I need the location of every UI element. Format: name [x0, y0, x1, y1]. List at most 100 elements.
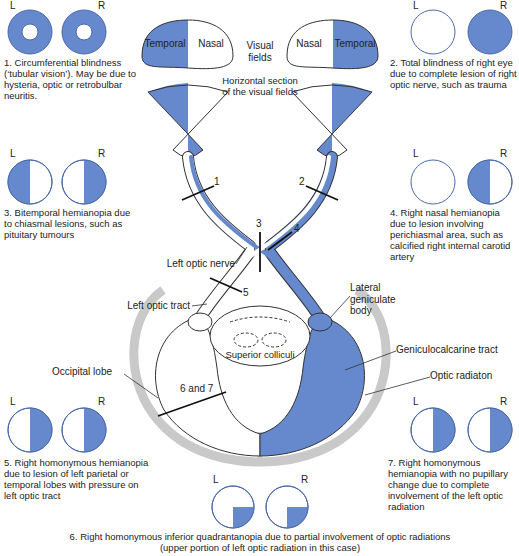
field-circle-pair	[468, 160, 512, 204]
field-circle-pair	[8, 160, 106, 204]
lesion-caption: 1. Circumferential blindness (‘tubular v…	[4, 58, 136, 102]
lesion-caption: 4. Right nasal hemianopia due to lesion …	[390, 208, 518, 263]
field-circle-pair	[22, 24, 38, 40]
field-section-fan	[173, 92, 228, 150]
visual-field-shape: NasalTemporal	[285, 18, 380, 73]
field-half	[142, 20, 188, 68]
part-label: Left optic nerve	[145, 258, 235, 270]
field-circle-pair	[266, 486, 308, 528]
field-section-fan	[332, 83, 372, 134]
midbrain	[210, 306, 310, 366]
callout-number: 3	[256, 218, 262, 230]
field-circle-pair	[212, 486, 254, 528]
callout-number: 5	[243, 287, 249, 299]
part-label: Occipital lobe	[52, 366, 132, 378]
field-circle-pair	[468, 160, 490, 204]
eye-letter: L	[413, 0, 419, 12]
field-circle-pair	[8, 408, 52, 452]
midbrain	[210, 306, 310, 366]
midbrain	[262, 333, 286, 347]
eye-letter: R	[500, 148, 507, 160]
field-circle-pair	[62, 408, 106, 452]
leader-line	[365, 377, 430, 395]
eye-letter: L	[10, 396, 16, 408]
field-circle-pair	[468, 160, 512, 204]
field-circle-pair	[411, 408, 455, 452]
lesion-line	[259, 232, 261, 272]
leader-line	[330, 296, 350, 318]
eye-letter: L	[413, 148, 419, 160]
field-section-fan	[292, 92, 347, 150]
heading-label: Horizontal section of the visual fields	[222, 76, 298, 98]
field-circle-pair	[468, 408, 512, 452]
field-circle-pair	[8, 160, 52, 204]
field-circle-pair	[62, 10, 106, 54]
field-circle-pair	[411, 408, 455, 452]
lesion-line	[158, 392, 226, 416]
field-circle-pair	[76, 24, 92, 40]
part-label: Lateral geniculate body	[350, 282, 412, 317]
leader-line	[345, 351, 396, 370]
optic-pathway	[188, 157, 332, 318]
eye-letter: R	[98, 148, 105, 160]
field-circle-pair	[8, 10, 52, 54]
lesion-caption: 5. Right homonymous hemianopia due to le…	[4, 458, 149, 502]
callout-number: 4	[294, 223, 300, 235]
callout-number: 6 and 7	[180, 383, 213, 395]
field-circle-pair	[30, 408, 52, 452]
field-circle-pair	[62, 408, 106, 452]
lesion-caption: 2. Total blindness of right eye due to c…	[390, 58, 518, 91]
eye-letter: L	[10, 148, 16, 160]
lesion-line	[182, 186, 214, 200]
part-label: Optic radiaton	[430, 370, 515, 382]
field-section-fan	[148, 83, 188, 134]
field-circle-pair	[8, 160, 52, 204]
field-circle-pair	[84, 408, 106, 452]
eye-letter: L	[213, 474, 219, 486]
field-side-label: Nasal	[285, 38, 333, 50]
midbrain	[234, 333, 258, 347]
lesion-line	[268, 232, 292, 250]
field-circle-pair	[212, 486, 308, 528]
leader-line	[124, 374, 158, 398]
field-section-fan	[292, 85, 372, 92]
field-fill	[142, 20, 233, 69]
field-circle-pair	[62, 160, 106, 204]
field-circle-pair	[8, 160, 30, 204]
eye-letter: R	[301, 474, 308, 486]
leader-line	[124, 247, 430, 398]
field-border	[142, 20, 233, 69]
leader-line	[192, 304, 207, 306]
field-side-label: Temporal	[331, 38, 379, 50]
field-circle-pair	[8, 408, 52, 452]
field-circle-pair	[411, 10, 455, 54]
field-side-label: Nasal	[188, 38, 234, 50]
part-label: Superior colliculi	[215, 350, 305, 361]
field-circle-pair	[62, 160, 106, 204]
eye-letter: R	[500, 0, 507, 12]
field-circle-pair	[433, 408, 455, 452]
lateral-geniculate	[308, 313, 332, 331]
optic-pathway	[270, 157, 332, 246]
field-circle-pair	[84, 160, 106, 204]
field-side-label: Temporal	[141, 38, 189, 50]
lesion-caption: 7. Right homonymous hemianopia with no p…	[388, 458, 518, 513]
field-section-fan	[148, 92, 203, 150]
field-circle-pair	[411, 160, 512, 204]
field-circle-pair	[8, 408, 106, 452]
field-section-fan	[317, 92, 372, 150]
optic-pathway	[188, 157, 250, 246]
field-circle-pair	[411, 10, 512, 54]
field-section-fan	[148, 85, 228, 92]
midbrain	[230, 317, 290, 322]
lesion-line	[306, 186, 338, 200]
lesion-caption: 3. Bitemporal hemianopia due to chiasmal…	[4, 208, 139, 241]
lesion-line	[210, 278, 242, 292]
heading-label: Visual fields	[235, 40, 285, 63]
lesion-caption: 6. Right homonymous inferior quadrantano…	[60, 532, 460, 554]
leader-line	[236, 247, 247, 264]
eye-letter: R	[500, 396, 507, 408]
callout-number: 1	[214, 176, 220, 188]
eye-letter: R	[98, 0, 105, 12]
